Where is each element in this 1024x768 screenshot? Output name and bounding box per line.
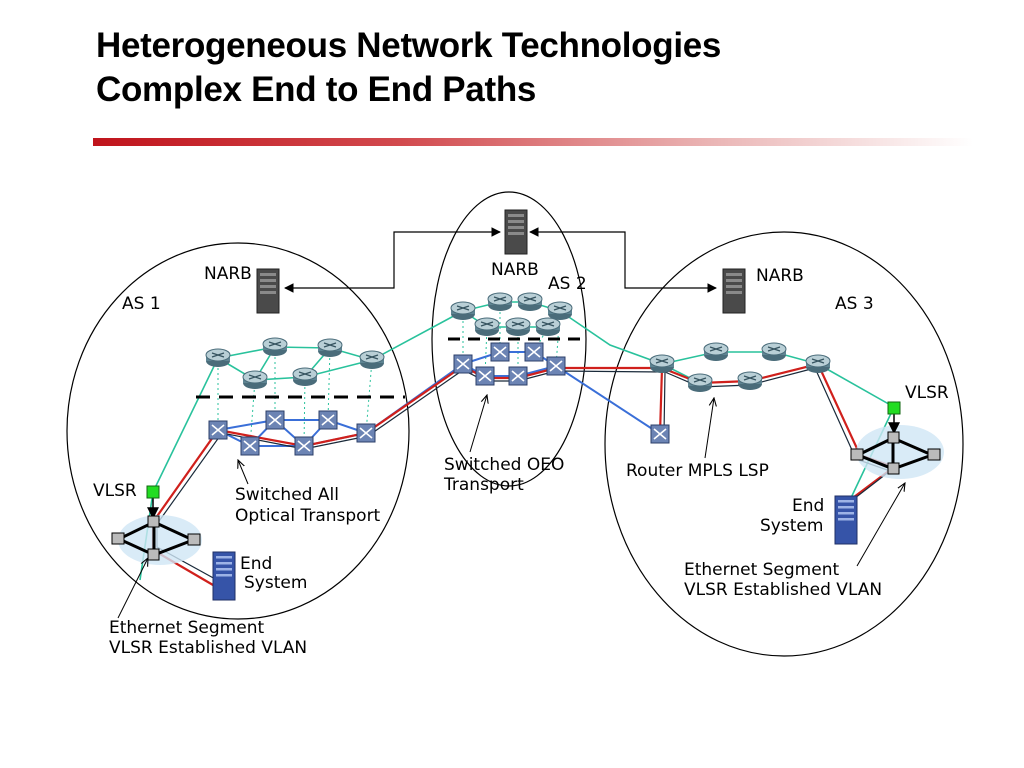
ethernet-annotation-as1-line2: VLSR Established VLAN [109, 638, 307, 658]
as2-domain [431, 191, 587, 487]
end-system-label-as1-line2: System [244, 573, 307, 593]
title-line-2: Complex End to End Paths [96, 70, 537, 109]
router-icons-as2 [450, 292, 573, 337]
as3-annotation: Router MPLS LSP [626, 461, 769, 481]
as3-domain [604, 231, 964, 657]
narb-label-as1: NARB [204, 264, 252, 284]
narb-label-as2: NARB [491, 260, 539, 280]
end-system-label-as3-line1: End [792, 496, 824, 516]
narb-label-as3: NARB [756, 266, 804, 286]
as2-annotation-line1: Switched OEO [444, 455, 564, 475]
narb-server-as1-icon [256, 268, 280, 314]
end-system-label-as1-line1: End [240, 554, 272, 574]
title-line-1: Heterogeneous Network Technologies [96, 26, 722, 65]
vlsr-segment-as1 [111, 485, 202, 565]
as1-domain [66, 242, 410, 620]
vlsr-segment-as3 [850, 401, 944, 479]
as2-annotation-line2: Transport [443, 475, 524, 495]
as3-label: AS 3 [835, 294, 874, 314]
vlsr-node-as1 [146, 485, 160, 499]
ethernet-annotation-as3-line1: Ethernet Segment [684, 560, 839, 580]
ethernet-annotation-as1-line1: Ethernet Segment [109, 618, 264, 638]
narb-link-left [284, 227, 501, 293]
end-system-label-as3-line2: System [760, 516, 823, 536]
narb-server-as3-icon [722, 268, 746, 314]
as1-annotation-line1: Switched All [235, 485, 339, 505]
as1-label: AS 1 [122, 294, 161, 314]
vlsr-label-as1: VLSR [93, 481, 137, 501]
narb-server-as2-icon [504, 209, 528, 255]
end-system-as3-icon [834, 495, 858, 545]
end-system-as1-icon [212, 551, 236, 601]
vlsr-node-as3 [887, 401, 901, 415]
title-rule [93, 138, 973, 146]
annotation-pointers [117, 395, 905, 619]
vlsr-label-as3: VLSR [905, 383, 949, 403]
as2-label: AS 2 [548, 274, 587, 294]
ethernet-annotation-as3-line2: VLSR Established VLAN [684, 580, 882, 600]
slide-title: Heterogeneous Network Technologies Compl… [96, 24, 721, 112]
as1-annotation-line2: Optical Transport [235, 506, 381, 526]
narb-link-right [529, 227, 717, 293]
